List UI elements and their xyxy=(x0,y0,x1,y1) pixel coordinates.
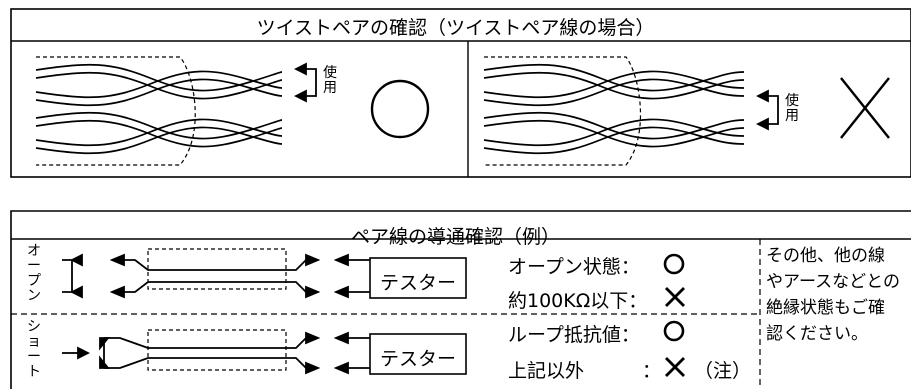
open-state-circle-icon xyxy=(663,253,685,275)
other-colon: ： xyxy=(642,360,662,382)
short-row-tester-label: テスター xyxy=(379,348,456,370)
note-line-1: その他、他の線 xyxy=(766,246,885,266)
low-resistance-cross-icon xyxy=(665,287,685,307)
double-arrow-icon-right xyxy=(755,89,779,131)
left-jacket-outline xyxy=(36,56,196,166)
left-use-label: 使 用 xyxy=(322,66,338,96)
use-char-1: 使 xyxy=(785,93,799,109)
short-row-cable xyxy=(62,331,370,375)
open-row-tester-box xyxy=(369,257,467,299)
note-line-3: 絶縁状態もご確 xyxy=(766,298,885,318)
open-side-label: オ ー プ ン xyxy=(26,244,42,304)
right-jacket-outline xyxy=(484,56,642,166)
open-char-2: ー xyxy=(27,258,41,274)
continuity-frame xyxy=(10,210,911,389)
short-char-1: シ xyxy=(27,319,41,335)
open-row-tester-label: テスター xyxy=(379,272,456,294)
twisted-pair-title: ツイストペアの確認（ツイストペア線の場合） xyxy=(256,17,655,39)
note-line-2: やアースなどとの xyxy=(766,272,900,292)
left-twisted-cable xyxy=(35,63,283,155)
short-row-tester-box xyxy=(369,333,467,375)
open-char-4: ン xyxy=(27,288,41,304)
circle-ok-icon xyxy=(370,79,430,139)
short-char-3: ー xyxy=(27,349,41,365)
right-use-label: 使 用 xyxy=(784,94,800,124)
open-state-label: オープン状態： xyxy=(508,256,640,278)
loop-resistance-circle-icon xyxy=(663,320,685,342)
open-char-1: オ xyxy=(27,243,41,259)
double-arrow-icon xyxy=(293,62,317,103)
other-cross-icon xyxy=(665,357,685,377)
note-marker: （注） xyxy=(694,360,752,382)
low-resistance-label: 約100KΩ以下： xyxy=(508,290,648,312)
use-char-2: 用 xyxy=(323,80,337,96)
open-row-jacket xyxy=(147,248,287,290)
short-row-jacket xyxy=(147,329,287,371)
loop-resistance-label: ループ抵抗値： xyxy=(508,324,640,346)
short-side-label: シ ョ ー ト xyxy=(26,320,42,380)
short-char-2: ョ xyxy=(27,334,41,350)
use-char-2: 用 xyxy=(785,108,799,124)
continuity-title: ペア線の導通確認（例） xyxy=(350,226,560,248)
short-char-4: ト xyxy=(27,364,41,380)
cross-ng-icon xyxy=(840,77,890,139)
note-line-4: 認ください。 xyxy=(766,324,868,344)
open-row-cable xyxy=(62,253,370,299)
twisted-pair-frame xyxy=(10,8,911,178)
right-twisted-cable xyxy=(483,63,745,155)
other-label: 上記以外 xyxy=(508,360,585,382)
open-char-3: プ xyxy=(27,273,41,289)
use-char-1: 使 xyxy=(323,65,337,81)
